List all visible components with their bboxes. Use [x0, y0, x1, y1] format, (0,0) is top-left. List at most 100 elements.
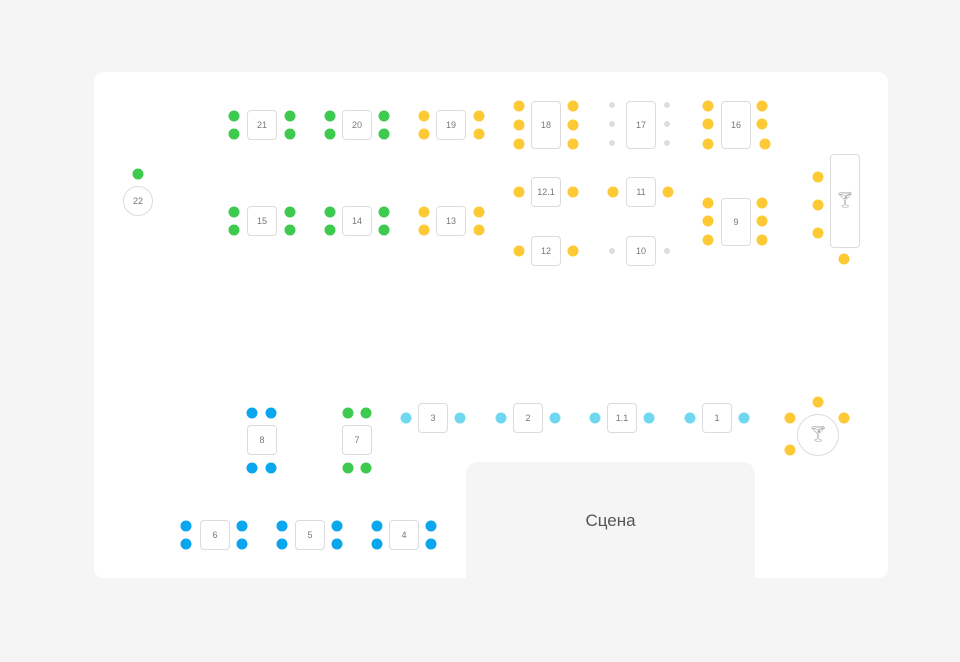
- seat-green[interactable]: [228, 128, 240, 140]
- table-10[interactable]: 10: [626, 236, 656, 266]
- seat-gray[interactable]: [609, 140, 615, 146]
- seat-yellow[interactable]: [418, 128, 430, 140]
- seat-green[interactable]: [284, 224, 296, 236]
- seat-green[interactable]: [132, 168, 144, 180]
- table-4[interactable]: 4: [389, 520, 419, 550]
- seat-green[interactable]: [378, 224, 390, 236]
- seat-lightblue[interactable]: [454, 412, 466, 424]
- seat-lightblue[interactable]: [400, 412, 412, 424]
- seat-gray[interactable]: [664, 102, 670, 108]
- seat-yellow[interactable]: [662, 186, 674, 198]
- seat-lightblue[interactable]: [643, 412, 655, 424]
- seat-blue[interactable]: [276, 538, 288, 550]
- seat-yellow[interactable]: [702, 234, 714, 246]
- seat-yellow[interactable]: [513, 138, 525, 150]
- seat-blue[interactable]: [265, 462, 277, 474]
- seat-green[interactable]: [360, 407, 372, 419]
- seat-yellow[interactable]: [838, 253, 850, 265]
- seat-blue[interactable]: [425, 538, 437, 550]
- seat-yellow[interactable]: [567, 138, 579, 150]
- seat-yellow[interactable]: [473, 206, 485, 218]
- seat-blue[interactable]: [236, 520, 248, 532]
- table-15[interactable]: 15: [247, 206, 277, 236]
- table-12.1[interactable]: 12.1: [531, 177, 561, 207]
- seat-yellow[interactable]: [756, 118, 768, 130]
- seat-yellow[interactable]: [513, 245, 525, 257]
- seat-yellow[interactable]: [784, 412, 796, 424]
- seat-gray[interactable]: [664, 140, 670, 146]
- table-9[interactable]: 9: [721, 198, 751, 246]
- seat-yellow[interactable]: [812, 227, 824, 239]
- seat-blue[interactable]: [371, 538, 383, 550]
- seat-lightblue[interactable]: [684, 412, 696, 424]
- seat-blue[interactable]: [331, 538, 343, 550]
- seat-green[interactable]: [324, 224, 336, 236]
- table-13[interactable]: 13: [436, 206, 466, 236]
- bar-counter[interactable]: 🍸︎: [830, 154, 860, 248]
- seat-green[interactable]: [228, 224, 240, 236]
- table-21[interactable]: 21: [247, 110, 277, 140]
- seat-green[interactable]: [378, 206, 390, 218]
- table-1.1[interactable]: 1.1: [607, 403, 637, 433]
- seat-yellow[interactable]: [702, 215, 714, 227]
- seat-yellow[interactable]: [756, 215, 768, 227]
- table-3[interactable]: 3: [418, 403, 448, 433]
- seat-green[interactable]: [378, 110, 390, 122]
- seat-yellow[interactable]: [756, 197, 768, 209]
- seat-green[interactable]: [378, 128, 390, 140]
- seat-blue[interactable]: [265, 407, 277, 419]
- seat-gray[interactable]: [609, 121, 615, 127]
- table-17[interactable]: 17: [626, 101, 656, 149]
- table-22[interactable]: 22: [123, 186, 153, 216]
- seat-gray[interactable]: [664, 248, 670, 254]
- seat-blue[interactable]: [371, 520, 383, 532]
- seat-lightblue[interactable]: [738, 412, 750, 424]
- seat-lightblue[interactable]: [589, 412, 601, 424]
- seat-green[interactable]: [342, 407, 354, 419]
- seat-green[interactable]: [228, 110, 240, 122]
- seat-yellow[interactable]: [473, 224, 485, 236]
- seat-yellow[interactable]: [812, 171, 824, 183]
- seat-yellow[interactable]: [607, 186, 619, 198]
- table-7[interactable]: 7: [342, 425, 372, 455]
- seat-yellow[interactable]: [702, 138, 714, 150]
- seat-yellow[interactable]: [756, 100, 768, 112]
- seat-green[interactable]: [228, 206, 240, 218]
- seat-yellow[interactable]: [702, 118, 714, 130]
- table-5[interactable]: 5: [295, 520, 325, 550]
- seat-lightblue[interactable]: [495, 412, 507, 424]
- seat-yellow[interactable]: [702, 197, 714, 209]
- seat-yellow[interactable]: [567, 119, 579, 131]
- seat-yellow[interactable]: [812, 396, 824, 408]
- seat-yellow[interactable]: [567, 186, 579, 198]
- seat-gray[interactable]: [609, 248, 615, 254]
- seat-gray[interactable]: [609, 102, 615, 108]
- table-14[interactable]: 14: [342, 206, 372, 236]
- seat-blue[interactable]: [331, 520, 343, 532]
- table-6[interactable]: 6: [200, 520, 230, 550]
- seat-yellow[interactable]: [418, 110, 430, 122]
- table-12[interactable]: 12: [531, 236, 561, 266]
- table-16[interactable]: 16: [721, 101, 751, 149]
- seat-blue[interactable]: [246, 462, 258, 474]
- seat-yellow[interactable]: [567, 245, 579, 257]
- seat-green[interactable]: [284, 110, 296, 122]
- seat-yellow[interactable]: [759, 138, 771, 150]
- seat-yellow[interactable]: [784, 444, 796, 456]
- seat-yellow[interactable]: [756, 234, 768, 246]
- seat-yellow[interactable]: [838, 412, 850, 424]
- seat-lightblue[interactable]: [549, 412, 561, 424]
- seat-green[interactable]: [284, 128, 296, 140]
- round-bar-table[interactable]: 🍸︎: [797, 414, 839, 456]
- seat-blue[interactable]: [425, 520, 437, 532]
- seat-green[interactable]: [324, 110, 336, 122]
- table-11[interactable]: 11: [626, 177, 656, 207]
- seat-green[interactable]: [324, 128, 336, 140]
- seat-blue[interactable]: [180, 520, 192, 532]
- seat-yellow[interactable]: [812, 199, 824, 211]
- seat-yellow[interactable]: [418, 206, 430, 218]
- seat-yellow[interactable]: [513, 186, 525, 198]
- seat-yellow[interactable]: [418, 224, 430, 236]
- seat-blue[interactable]: [180, 538, 192, 550]
- table-19[interactable]: 19: [436, 110, 466, 140]
